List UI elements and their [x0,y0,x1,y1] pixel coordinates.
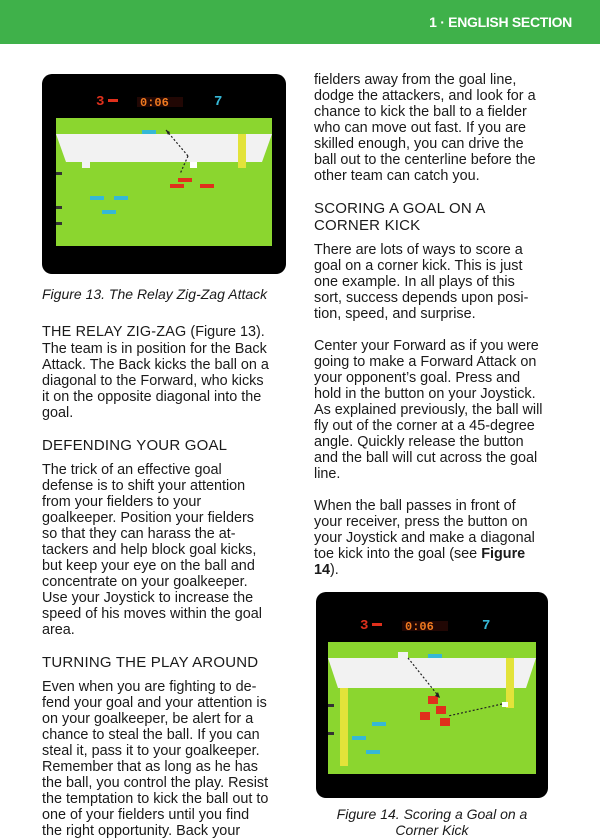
relay-paragraph: THE RELAY ZIG-ZAG (Figure 13). The team … [42,324,269,421]
defending-title: DEFENDING YOUR GOAL [42,437,228,454]
score-right-13: 7 [214,94,222,110]
player-blue [372,722,386,726]
score-right-14: 7 [482,618,490,634]
turning-title: TURNING THE PLAY AROUND [42,654,259,671]
timer-14: 0:06 [405,620,434,634]
figure-14-screen: 3 0:06 7 [316,592,548,798]
player-red [200,184,214,188]
timer-13: 0:06 [140,96,169,110]
player-red [420,712,430,720]
figure-13-caption: Figure 13. The Relay Zig-Zag Attack [42,286,268,302]
figure-14-game-field: 3 0:06 7 [316,592,548,798]
player-red [170,184,184,188]
player-red [178,178,192,182]
player-red [428,696,438,704]
scoring-when-paragraph: When the ball passes in front of your re… [314,498,535,578]
player-red [440,718,450,726]
right-column: fielders away from the goal line, dodge … [314,72,564,838]
turning-paragraph: Even when you are fighting to de- fend y… [42,679,269,839]
relay-ref: (Figure 13). [190,324,265,340]
left-column: 3 0:06 7 [42,74,286,839]
continued-paragraph: fielders away from the goal line, dodge … [314,72,536,184]
section-label: 1 · ENGLISH SECTION [429,14,572,30]
defending-paragraph: The trick of an effective goal defense i… [42,462,262,638]
scoring-center-paragraph: Center your Forward as if you were going… [314,338,543,482]
player-blue [428,654,442,658]
scoring-title: SCORING A GOAL ON A CORNER KICK [314,200,486,234]
player-red [436,706,446,714]
player-blue [114,196,128,200]
player-blue [366,750,380,754]
figure-14-caption: Figure 14. Scoring a Goal on a Corner Ki… [336,806,528,838]
figure-13-game-field: 3 0:06 7 [42,74,286,274]
scoring-intro-paragraph: There are lots of ways to score a goal o… [314,242,529,322]
player-blue [102,210,116,214]
figure-ref: Figure [481,546,526,562]
section-header-bar: 1 · ENGLISH SECTION [0,0,600,44]
score-left-14: 3 [360,618,368,634]
ball [190,162,197,168]
player-blue [352,736,366,740]
score-left-13: 3 [96,94,104,110]
player-blue [142,130,156,134]
figure-13-screen: 3 0:06 7 [42,74,286,274]
ball [502,702,508,707]
player-blue [90,196,104,200]
relay-title: THE RELAY ZIG-ZAG [42,324,187,340]
